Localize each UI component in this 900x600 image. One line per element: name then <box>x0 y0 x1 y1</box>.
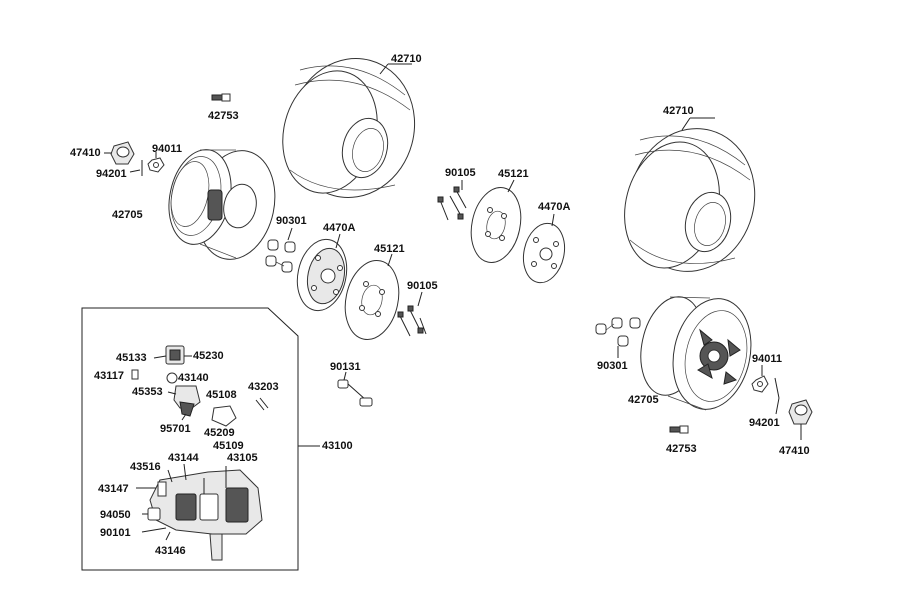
label-disc-bolts-right: 90105 <box>445 167 476 179</box>
label-bolt-set-right: 90301 <box>597 360 628 372</box>
label-bolt-90131: 90131 <box>330 361 361 373</box>
label-94050: 94050 <box>100 509 131 521</box>
part-45108[interactable] <box>211 405 237 427</box>
label-rim-right: 42705 <box>628 394 659 406</box>
disc-bolts-right[interactable] <box>437 186 467 221</box>
label-caliper-assembly: 43100 <box>322 440 353 452</box>
label-90101: 90101 <box>100 527 131 539</box>
nut-cap-left[interactable] <box>110 141 135 165</box>
part-95701[interactable] <box>179 401 195 417</box>
label-hub-right: 4470A <box>538 201 571 213</box>
label-45108: 45108 <box>206 389 237 401</box>
brake-disc-right[interactable] <box>465 183 528 267</box>
label-hub-left: 4470A <box>323 222 356 234</box>
label-disc-left: 45121 <box>374 243 405 255</box>
label-washer-left: 94011 <box>152 143 182 155</box>
label-tire-right: 42710 <box>663 105 694 117</box>
hub-right[interactable] <box>518 219 570 286</box>
label-pin-left: 94201 <box>96 168 127 180</box>
label-43117: 43117 <box>94 370 124 382</box>
label-43140: 43140 <box>178 372 209 384</box>
label-valve-left: 42753 <box>208 110 239 122</box>
label-rim-left: 42705 <box>112 209 143 221</box>
washer-left[interactable] <box>147 157 165 173</box>
valve-right[interactable] <box>669 425 689 434</box>
nut-cap-right[interactable] <box>788 399 813 425</box>
washer-right[interactable] <box>751 375 769 393</box>
part-45133[interactable] <box>165 345 185 365</box>
tire-left[interactable] <box>270 44 430 211</box>
label-43203: 43203 <box>248 381 279 393</box>
part-45353[interactable] <box>166 372 178 384</box>
label-pin-right: 94201 <box>749 417 780 429</box>
rim-right[interactable] <box>632 291 761 417</box>
bolt-90131[interactable] <box>337 379 373 407</box>
rim-left[interactable] <box>161 143 285 266</box>
label-43146: 43146 <box>155 545 186 557</box>
pin-right[interactable] <box>774 377 780 399</box>
hub-left[interactable] <box>291 235 353 315</box>
label-disc-right: 45121 <box>498 168 529 180</box>
label-43105: 43105 <box>227 452 258 464</box>
part-43117[interactable] <box>131 369 139 380</box>
label-45209: 45209 <box>204 427 235 439</box>
label-tire-left: 42710 <box>391 53 422 65</box>
disc-bolts-left[interactable] <box>397 305 427 337</box>
valve-left[interactable] <box>211 93 231 102</box>
label-43147: 43147 <box>98 483 129 495</box>
tire-right[interactable] <box>611 114 771 285</box>
label-45353: 45353 <box>132 386 163 398</box>
label-bolt-set-left: 90301 <box>276 215 307 227</box>
label-43144: 43144 <box>168 452 199 464</box>
brake-disc-left[interactable] <box>338 255 405 344</box>
label-45109: 45109 <box>213 440 244 452</box>
label-valve-right: 42753 <box>666 443 697 455</box>
label-washer-right: 94011 <box>752 353 782 365</box>
bolt-set-right[interactable] <box>595 317 641 347</box>
part-43203[interactable] <box>255 397 269 411</box>
caliper-assembly-box <box>81 307 320 571</box>
label-nut-cap-right: 47410 <box>779 445 810 457</box>
label-45230: 45230 <box>193 350 224 362</box>
label-45133: 45133 <box>116 352 147 364</box>
caliper-body[interactable] <box>147 466 263 561</box>
label-nut-cap-left: 47410 <box>70 147 101 159</box>
label-95701: 95701 <box>160 423 191 435</box>
bolt-set-left[interactable] <box>265 239 296 273</box>
label-disc-bolts-left: 90105 <box>407 280 438 292</box>
label-43516: 43516 <box>130 461 161 473</box>
